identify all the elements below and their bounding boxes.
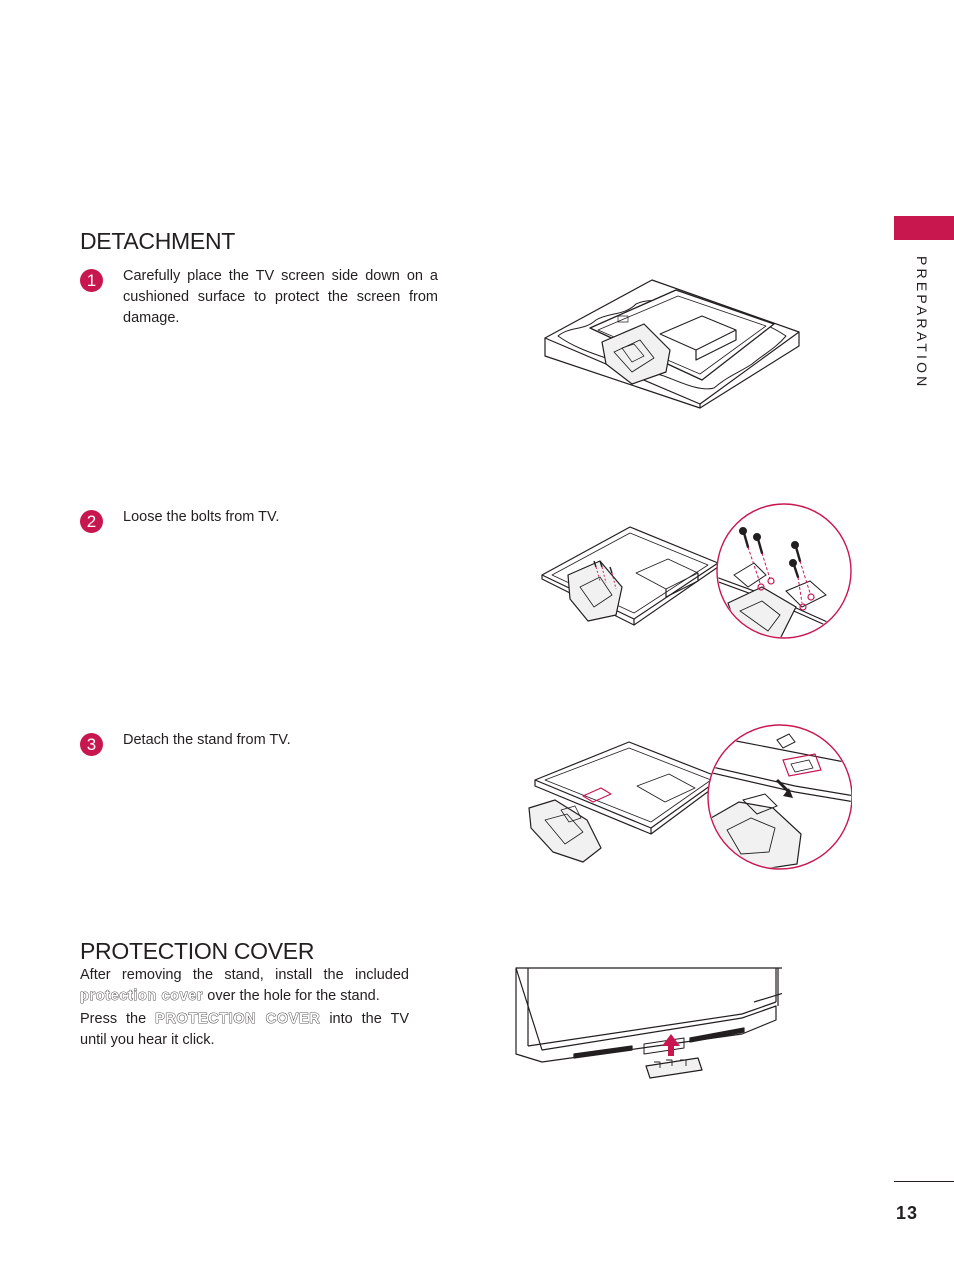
step-3-text: Detach the stand from TV. bbox=[123, 732, 291, 748]
tv-facedown-illustration bbox=[540, 276, 805, 411]
para1-tail: over the hole for the stand. bbox=[207, 988, 380, 1004]
para2-emphasis: PROTECTION COVER bbox=[155, 1011, 321, 1028]
step-2-text: Loose the bolts from TV. bbox=[123, 509, 280, 525]
section-tab-marker bbox=[894, 216, 954, 240]
para1-emphasis: protection cover bbox=[80, 988, 204, 1005]
para1-lead: After removing the stand, install the in… bbox=[80, 967, 409, 983]
page-number: 13 bbox=[896, 1203, 919, 1223]
step-1-badge: 1 bbox=[80, 269, 103, 292]
protection-cover-paragraph-2: Press the PROTECTION COVER into the TV u… bbox=[80, 1009, 409, 1051]
para2-tail: into the TV until you hear it click. bbox=[80, 1011, 410, 1048]
tv-bolts-illustration bbox=[540, 503, 852, 641]
protection-cover-heading: PROTECTION COVER bbox=[80, 938, 315, 964]
protection-cover-illustration bbox=[514, 966, 782, 1082]
step-2-badge: 2 bbox=[80, 510, 103, 533]
section-label: PREPARATION bbox=[914, 256, 930, 390]
step-1-text: Carefully place the TV screen side down … bbox=[123, 268, 438, 326]
stand-detach-illustration bbox=[525, 724, 852, 870]
protection-cover-paragraph-1: After removing the stand, install the in… bbox=[80, 965, 409, 1007]
step-3-badge: 3 bbox=[80, 733, 103, 756]
detachment-heading: DETACHMENT bbox=[80, 228, 236, 254]
footer-rule bbox=[894, 1181, 954, 1182]
para2-lead: Press the bbox=[80, 1011, 147, 1027]
